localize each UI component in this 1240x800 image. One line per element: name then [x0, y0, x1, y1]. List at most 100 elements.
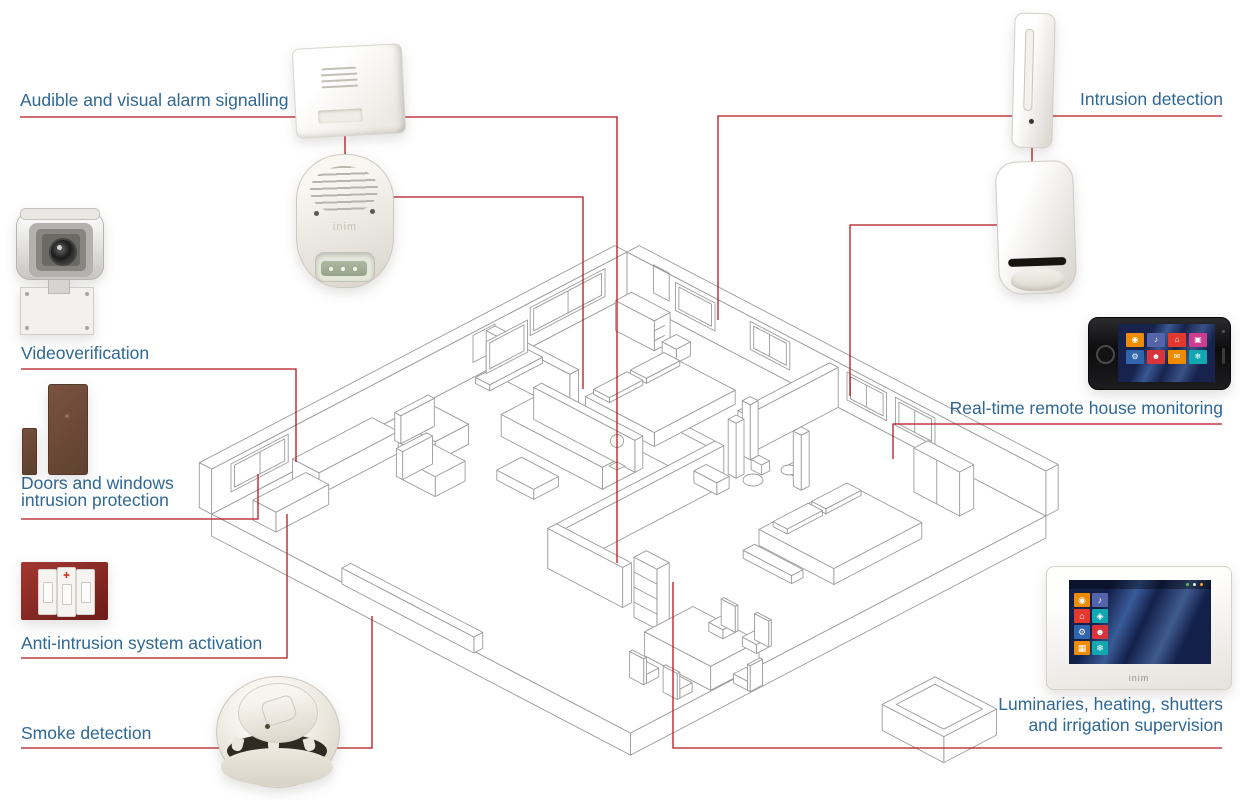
house-line — [234, 438, 286, 488]
camera-lens-icon — [49, 238, 77, 266]
house-line — [747, 657, 763, 667]
label-intrusion-detection: Intrusion detection — [1079, 89, 1223, 109]
label-doors-windows-line2: intrusion protection — [21, 490, 169, 510]
screw-icon — [25, 326, 29, 330]
label-luminaries-line1: Luminaries, heating, shutters — [998, 694, 1223, 714]
screw-icon — [370, 209, 375, 214]
house-line — [727, 414, 745, 424]
house-line — [727, 418, 737, 479]
detector-lower-ring — [221, 748, 333, 786]
house-line — [811, 482, 862, 510]
sensor-led-icon — [1028, 118, 1034, 125]
connector-line — [386, 196, 584, 389]
house-line — [633, 571, 658, 585]
camera-hood — [20, 208, 100, 220]
house-line — [741, 396, 759, 406]
house-line — [772, 502, 823, 530]
switch-right — [76, 569, 95, 615]
commands-tile-icon: ♪ — [1147, 333, 1165, 347]
connector-line — [21, 514, 288, 659]
siren-brand-text: inim — [332, 221, 358, 233]
house-line — [395, 447, 404, 481]
status-dot-icon — [1193, 583, 1196, 586]
connector-line — [849, 224, 1000, 396]
settings-tile-icon: ⚙ — [1126, 350, 1144, 364]
system-tile-icon: ☻ — [1147, 350, 1165, 364]
house-line — [615, 291, 671, 322]
camera-bezel-inner — [36, 229, 86, 271]
detector-indicator-hole — [265, 724, 270, 729]
camera-wall-plate — [20, 287, 94, 335]
switch-left — [38, 569, 57, 615]
camera-body — [16, 212, 104, 280]
house-line — [792, 430, 802, 491]
house-line — [489, 324, 525, 370]
label-alarm-signalling: Audible and visual alarm signalling — [20, 90, 289, 110]
system-tile-icon: ☻ — [1092, 625, 1108, 639]
connector-line — [21, 368, 297, 462]
label-doors-windows-line1: Doors and windows — [21, 473, 174, 493]
siren-flasher-window — [315, 252, 375, 282]
rocker-icon — [81, 582, 91, 603]
camera-front — [42, 234, 80, 266]
touchscreen-panel-image: ◉♪⌂◈⚙☻▦❄ inim — [1046, 566, 1232, 690]
label-anti-intrusion: Anti-intrusion system activation — [21, 633, 263, 653]
house-line — [898, 401, 932, 442]
lens-glint — [57, 245, 62, 250]
house-line — [792, 426, 810, 436]
house-line — [652, 264, 670, 302]
screw-icon — [85, 292, 89, 296]
house-line — [634, 435, 644, 473]
magnetic-contact-image — [1011, 12, 1056, 149]
house-line — [662, 664, 681, 674]
house-line — [533, 382, 644, 441]
home-tile-icon: ⌂ — [1074, 609, 1090, 623]
detector-cap-detail — [259, 693, 299, 728]
home-tile-icon: ⌂ — [1168, 333, 1186, 347]
house-line — [394, 394, 435, 417]
connector-line — [21, 616, 373, 749]
house-line — [656, 562, 670, 630]
screw-icon — [85, 326, 89, 330]
label-luminaries-line2: and irrigation supervision — [1028, 715, 1223, 735]
door-window-contact-image — [22, 384, 88, 475]
house-line — [633, 586, 658, 600]
house-line — [959, 464, 975, 517]
house-line — [292, 417, 399, 474]
house-line — [749, 400, 759, 461]
house-line — [754, 611, 772, 622]
screw-icon — [314, 211, 319, 216]
connector-line — [21, 474, 259, 520]
phone-camera-icon — [1222, 330, 1225, 333]
screw-icon — [25, 292, 29, 296]
house-line — [693, 463, 730, 484]
house-line — [629, 649, 647, 660]
sounds-tile-icon: ♪ — [1092, 593, 1108, 607]
folder-tile-icon: ▣ — [1189, 333, 1207, 347]
status-dot-icon — [1200, 583, 1203, 586]
connector-line — [717, 115, 1222, 320]
siren-led-board — [321, 261, 367, 276]
label-smoke-detection: Smoke detection — [21, 723, 152, 743]
led-icon — [329, 267, 333, 271]
contact-main-part — [48, 384, 88, 475]
led-icon — [353, 267, 357, 271]
house-line — [881, 676, 998, 738]
house-line — [198, 462, 213, 515]
house-line — [747, 663, 751, 693]
house-line — [661, 334, 691, 350]
panel-app-tiles: ◉♪⌂◈⚙☻▦❄ — [1074, 593, 1108, 655]
house-line — [895, 683, 983, 730]
phone-app-tiles: ◉♪⌂▣⚙☻✉❄ — [1126, 333, 1207, 364]
house-line — [654, 324, 666, 332]
contact-magnet-part — [22, 428, 37, 475]
house-line — [674, 281, 716, 332]
label-luminaries: Luminaries, heating, shutters and irriga… — [998, 694, 1223, 736]
house-line — [252, 472, 330, 513]
panel-brand-text: inim — [1128, 673, 1150, 683]
house-line — [533, 272, 602, 332]
house-line — [735, 418, 745, 479]
house-line — [622, 562, 632, 608]
